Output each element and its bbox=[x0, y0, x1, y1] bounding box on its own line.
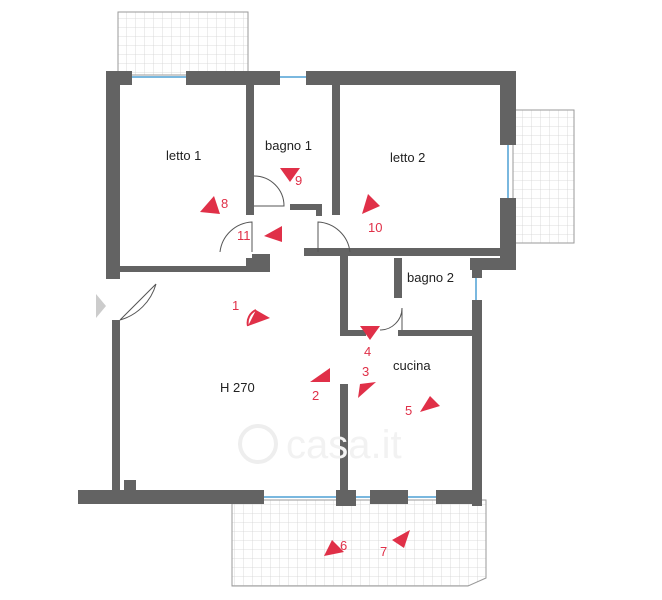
marker-6: 6 bbox=[324, 538, 347, 556]
marker-1: 1 bbox=[232, 298, 270, 327]
marker-10: 10 bbox=[362, 194, 382, 235]
watermark-text: casa.it bbox=[286, 423, 402, 467]
svg-text:10: 10 bbox=[368, 220, 382, 235]
room-height: H 270 bbox=[220, 380, 255, 395]
svg-text:6: 6 bbox=[340, 538, 347, 553]
svg-text:5: 5 bbox=[405, 403, 412, 418]
marker-2: 2 bbox=[310, 368, 330, 403]
windows bbox=[132, 76, 509, 498]
room-bagno2: bagno 2 bbox=[407, 270, 454, 285]
svg-text:4: 4 bbox=[364, 344, 371, 359]
marker-4: 4 bbox=[360, 326, 380, 359]
watermark: casa.it bbox=[238, 423, 402, 467]
entrance-arrow bbox=[96, 294, 106, 318]
svg-text:11: 11 bbox=[237, 228, 251, 243]
svg-text:3: 3 bbox=[362, 364, 369, 379]
room-cucina: cucina bbox=[393, 358, 431, 373]
photo-markers: 1 2 3 4 5 6 7 8 9 10 11 bbox=[200, 168, 440, 559]
terrace-bottom bbox=[231, 499, 487, 587]
marker-11: 11 bbox=[237, 226, 282, 243]
marker-8: 8 bbox=[200, 196, 228, 214]
entrance-door bbox=[119, 283, 157, 321]
door-bagno1 bbox=[253, 175, 285, 207]
door-letto1 bbox=[219, 221, 253, 253]
watermark-logo bbox=[238, 424, 278, 464]
marker-3: 3 bbox=[358, 364, 376, 398]
terraces bbox=[117, 11, 575, 587]
marker-7: 7 bbox=[380, 530, 410, 559]
room-labels: letto 1 bagno 1 letto 2 bagno 2 cucina H… bbox=[166, 138, 454, 395]
svg-text:8: 8 bbox=[221, 196, 228, 211]
door-bagno2 bbox=[379, 307, 403, 331]
terrace-right bbox=[512, 109, 575, 244]
svg-text:9: 9 bbox=[295, 173, 302, 188]
svg-text:2: 2 bbox=[312, 388, 319, 403]
marker-9: 9 bbox=[280, 168, 302, 188]
svg-text:7: 7 bbox=[380, 544, 387, 559]
room-letto1: letto 1 bbox=[166, 148, 201, 163]
room-bagno1: bagno 1 bbox=[265, 138, 312, 153]
terrace-top bbox=[117, 11, 249, 76]
room-letto2: letto 2 bbox=[390, 150, 425, 165]
marker-5: 5 bbox=[405, 396, 440, 418]
doors bbox=[119, 175, 403, 331]
door-letto2 bbox=[317, 221, 351, 253]
svg-text:1: 1 bbox=[232, 298, 239, 313]
walls bbox=[78, 71, 516, 506]
